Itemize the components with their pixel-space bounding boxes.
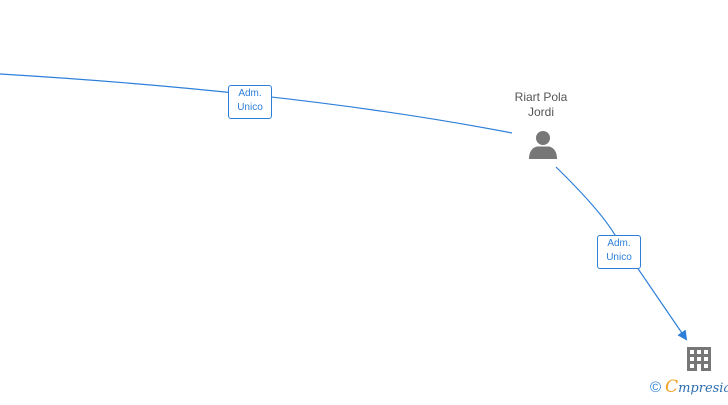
- copyright-symbol: ©: [650, 379, 662, 396]
- building-icon[interactable]: [687, 347, 711, 371]
- edge-line-1: [0, 73, 513, 134]
- brand-name-rest: mpresia: [678, 381, 728, 396]
- edge-label-role: Adm.: [607, 238, 631, 249]
- edge-label-role: Adm.: [238, 88, 262, 99]
- edge-label-role-detail: Unico: [606, 252, 632, 263]
- person-name[interactable]: Riart Pola Jordi: [495, 90, 587, 120]
- brand-initial: C: [665, 377, 679, 397]
- brand-logo[interactable]: © Cmpresia: [650, 378, 728, 398]
- edge-label-role-detail: Unico: [237, 102, 263, 113]
- person-name-line-1: Riart Pola: [514, 90, 568, 104]
- person-icon[interactable]: [528, 130, 558, 160]
- edge-label-adm-unico[interactable]: Adm. Unico: [228, 85, 272, 119]
- person-name-line-2: Jordi: [527, 105, 554, 119]
- edge-line-2: [555, 166, 688, 341]
- brand-name: Cmpresia: [665, 378, 728, 398]
- edge-label-adm-unico[interactable]: Adm. Unico: [597, 235, 641, 269]
